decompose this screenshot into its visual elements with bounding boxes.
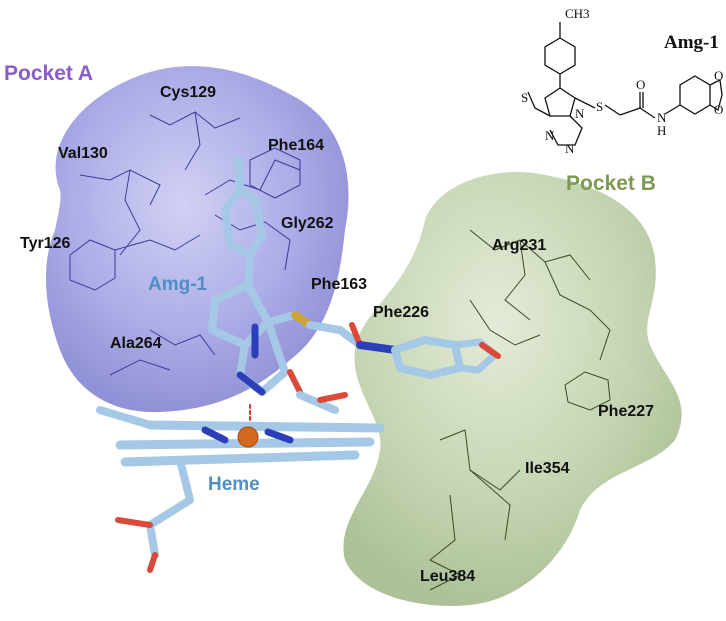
chemical-structure	[527, 22, 723, 146]
residue-tyr126: Tyr126	[20, 235, 71, 252]
heme-label: Heme	[208, 474, 260, 495]
pocket-a-surface	[45, 66, 349, 413]
residue-leu384: Leu384	[420, 568, 475, 585]
atom-h: H	[657, 123, 666, 138]
atom-o1: O	[714, 68, 723, 83]
residue-arg231: Arg231	[492, 237, 546, 254]
pocket-b-residues	[429, 229, 611, 591]
residue-phe163: Phe163	[311, 276, 367, 293]
residue-ile354: Ile354	[525, 460, 570, 477]
atom-nh: N	[657, 110, 667, 125]
pocket-b-surface	[343, 172, 682, 606]
atom-n3: N	[565, 141, 575, 156]
atom-ch3: CH3	[565, 6, 590, 21]
residue-phe226: Phe226	[373, 304, 429, 321]
residue-phe227: Phe227	[598, 403, 654, 420]
residue-gly262: Gly262	[281, 215, 334, 232]
structure-title: Amg-1	[664, 32, 719, 53]
residue-cys129: Cys129	[160, 84, 216, 101]
pocket-a-residues	[69, 111, 301, 376]
pocket-a-label: Pocket A	[4, 62, 93, 85]
atom-o-carbonyl: O	[636, 77, 645, 92]
atom-n2: N	[545, 128, 555, 143]
atom-n1: N	[575, 106, 585, 121]
ligand-sticks	[208, 155, 501, 396]
pocket-b-label: Pocket B	[566, 172, 656, 195]
residue-phe164: Phe164	[268, 137, 324, 154]
atom-o2: O	[714, 102, 723, 117]
heme-sticks	[96, 391, 385, 573]
residue-ala264: Ala264	[110, 335, 162, 352]
ligand-label: Amg-1	[148, 274, 208, 295]
atom-s1: S	[521, 90, 528, 105]
residue-val130: Val130	[58, 145, 108, 162]
atom-s2: S	[596, 99, 603, 114]
